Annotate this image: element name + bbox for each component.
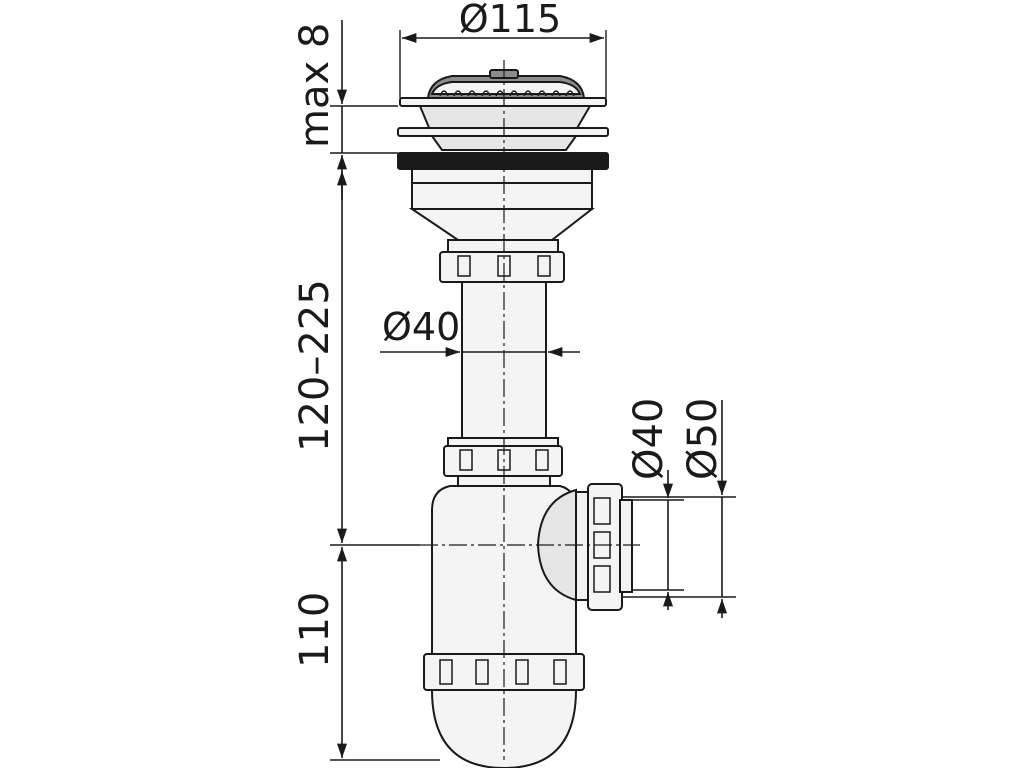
outlet-inner-diameter-label: Ø40 [626, 398, 672, 480]
dim-outlet-outer-diameter: Ø50 [622, 398, 736, 618]
center-lines [420, 60, 640, 760]
dim-tube-diameter: Ø40 [380, 305, 580, 358]
lower-nut [443, 437, 563, 487]
funnel-body [408, 168, 595, 241]
dim-tube-height: 120–225 [292, 171, 420, 546]
upper-nut [439, 239, 565, 283]
trap-height-label: 110 [292, 592, 338, 668]
tube-diameter-label: Ø40 [382, 305, 460, 349]
outlet-outer-diameter-label: Ø50 [680, 398, 726, 480]
tube-height-label: 120–225 [292, 279, 338, 452]
strainer-basket [399, 69, 607, 107]
strainer-diameter-label: Ø115 [459, 0, 561, 41]
dim-trap-height: 110 [292, 547, 440, 761]
sink-flange [397, 105, 609, 170]
strainer-ribs [439, 90, 575, 97]
dim-strainer-diameter: Ø115 [399, 0, 607, 98]
dim-max-thickness: max 8 [292, 20, 398, 200]
side-outlet [575, 483, 633, 611]
max-thickness-label: max 8 [292, 23, 338, 148]
dim-outlet-inner-diameter: Ø40 [626, 398, 684, 610]
